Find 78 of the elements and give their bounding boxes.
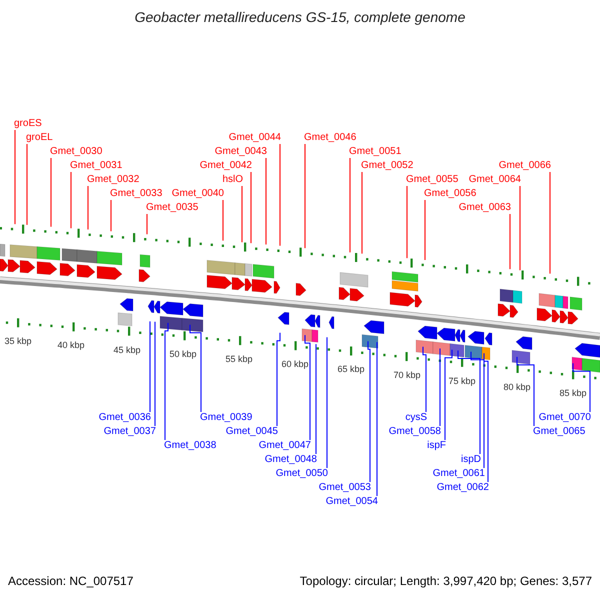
gene-label: Gmet_0033 — [110, 188, 162, 200]
gene-label: Gmet_0062 — [436, 482, 489, 494]
gene-label: Gmet_0046 — [304, 132, 356, 144]
leader-line — [424, 200, 426, 260]
leader-line — [304, 144, 306, 249]
gene-label: hslO — [222, 174, 243, 186]
gene-label: Gmet_0065 — [533, 426, 586, 438]
leader-line — [250, 172, 252, 244]
leader-line — [572, 362, 590, 412]
scale-label: 65 kbp — [337, 364, 365, 374]
gene-label: Gmet_0056 — [424, 188, 476, 200]
gene-label: Gmet_0030 — [50, 146, 102, 158]
gene-label: Gmet_0053 — [318, 482, 371, 494]
scale-label: 50 kbp — [169, 349, 197, 360]
genome-summary-text: Topology: circular; Length: 3,997,420 bp; Genes: 3,577 — [300, 574, 592, 588]
gene-label: Gmet_0048 — [264, 454, 317, 466]
gene-label: ispD — [460, 454, 481, 466]
gene-label: Gmet_0064 — [468, 174, 521, 186]
leader-line — [444, 349, 452, 440]
leader-line — [110, 200, 112, 232]
gene-label: Gmet_0043 — [214, 146, 267, 158]
gene-label: Gmet_0040 — [172, 188, 224, 200]
gene-label: Gmet_0054 — [326, 496, 378, 508]
gene-label: Gmet_0036 — [98, 412, 151, 424]
gene-label: Gmet_0038 — [164, 440, 216, 452]
gene-label: Gmet_0035 — [146, 202, 198, 214]
gene-label: Gmet_0032 — [87, 174, 140, 186]
gene-label: Gmet_0070 — [538, 412, 591, 424]
gene-label: Gmet_0063 — [458, 202, 511, 214]
leader-line — [458, 350, 480, 454]
leader-line — [376, 342, 378, 496]
gene-label: groES — [14, 118, 42, 130]
gene-label: Gmet_0045 — [226, 426, 278, 438]
leader-line — [70, 172, 72, 229]
accession-text: Accession: NC_007517 — [8, 574, 134, 588]
leader-line — [368, 340, 370, 482]
gene-label: Gmet_0042 — [200, 160, 252, 172]
leader-line — [154, 321, 156, 426]
leader-line — [516, 356, 534, 426]
leader-line — [50, 158, 52, 228]
leader-line — [470, 351, 484, 468]
scale-label: 80 kbp — [503, 382, 531, 392]
gene-label: Gmet_0061 — [432, 468, 485, 480]
gene-label: Gmet_0052 — [361, 160, 414, 172]
leader-line — [26, 144, 28, 226]
scale-label: 85 kbp — [559, 388, 587, 398]
leader-line — [276, 332, 280, 426]
scale-label: 35 kbp — [4, 336, 32, 346]
leader-line — [164, 322, 168, 440]
leader-line — [190, 324, 202, 412]
leader-line — [484, 352, 488, 482]
scale-label: 60 kbp — [281, 359, 309, 370]
gene-label: groEL — [26, 132, 53, 144]
leader-line — [326, 336, 328, 468]
gene-label: Gmet_0055 — [406, 174, 458, 186]
scale-label: 55 kbp — [225, 354, 253, 364]
leader-line — [146, 214, 148, 235]
scale-label: 45 kbp — [113, 344, 141, 355]
scale-label: 70 kbp — [393, 370, 421, 380]
scale-label: 40 kbp — [57, 340, 85, 350]
gene-label: Gmet_0066 — [498, 160, 551, 172]
gene-label: Gmet_0044 — [228, 132, 281, 144]
gene-label: Gmet_0050 — [276, 468, 328, 480]
gene-label: Gmet_0047 — [258, 440, 311, 452]
gene-label: Gmet_0031 — [70, 160, 122, 172]
gene-label: Gmet_0051 — [349, 146, 402, 158]
leader-line — [14, 130, 16, 225]
gene-label: Gmet_0058 — [388, 426, 441, 438]
leader-line — [422, 346, 426, 412]
gene-label: ispF — [427, 440, 446, 452]
leader-line — [406, 186, 408, 259]
gene-label: cysS — [405, 412, 427, 424]
title: Geobacter metallireducens GS-15, complete genome — [134, 9, 466, 25]
leader-line — [304, 334, 310, 440]
gene-label: Gmet_0039 — [200, 412, 252, 424]
scale-label: 75 kbp — [448, 376, 476, 386]
gene-label: Gmet_0037 — [104, 426, 156, 438]
leader-line — [222, 200, 224, 242]
